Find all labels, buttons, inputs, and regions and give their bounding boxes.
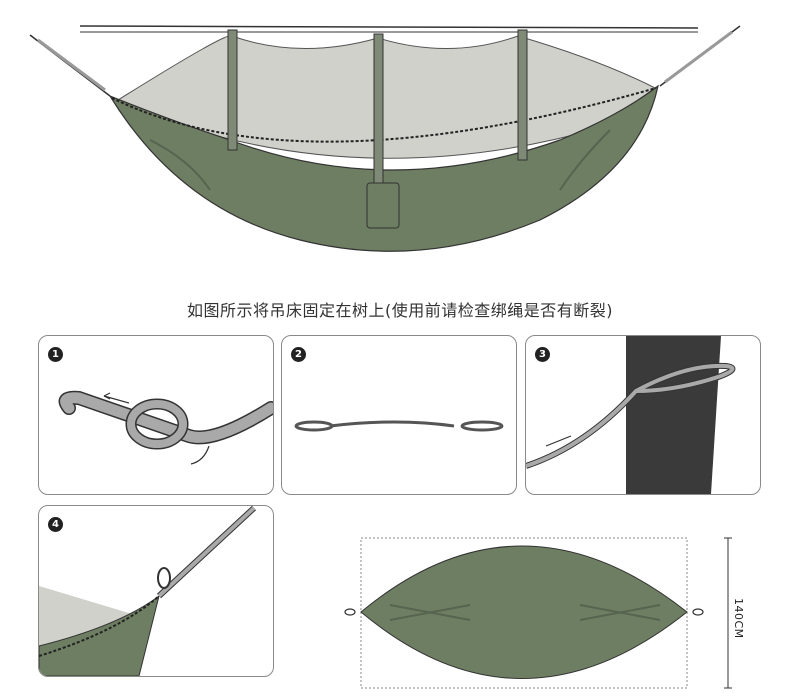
step-3-panel: 3 bbox=[525, 335, 761, 495]
strap-with-loops-illustration bbox=[294, 420, 504, 432]
step-number-badge: 3 bbox=[535, 347, 550, 362]
step-4-panel: 4 bbox=[38, 505, 274, 677]
step-1-panel: 1 bbox=[38, 335, 274, 495]
width-dimension-label: 140CM bbox=[732, 598, 745, 639]
tree-wrap-illustration bbox=[526, 336, 736, 494]
step-2-panel: 2 bbox=[281, 335, 517, 495]
step-number-badge: 2 bbox=[291, 347, 306, 362]
knot-tying-illustration bbox=[58, 390, 273, 465]
step-number-badge: 1 bbox=[48, 347, 63, 362]
step-number-badge: 4 bbox=[48, 517, 63, 532]
usage-caption: 如图所示将吊床固定在树上(使用前请检查绑绳是否有断裂) bbox=[187, 301, 613, 320]
carabiner-attachment-illustration bbox=[39, 506, 257, 676]
hammock-with-net-illustration bbox=[29, 25, 741, 252]
